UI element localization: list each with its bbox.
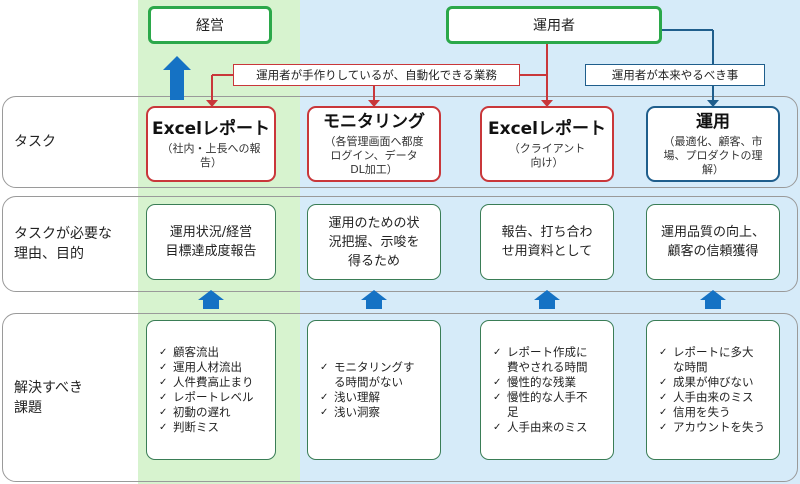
up-arrow-management [163,56,191,100]
core-work-callout: 運用者が本来やるべき事 [585,64,765,86]
reason-box: 運用のための状 況把握、示唆を 得るため [307,204,441,280]
issue-item: 人件費高止まり [159,375,254,390]
issue-item: レポート作成に 費やされる時間 [493,345,588,375]
issue-item: 信用を失う [659,405,765,420]
row-label-issue: 解決すべき 課題 [14,379,84,416]
issue-item: 人手由来のミス [493,420,588,435]
task-title: Excelレポート [151,119,270,139]
issue-item: モニタリングす る時間がない [320,360,415,390]
up-arrow-4 [700,290,726,309]
issue-item: 人手由来のミス [659,390,765,405]
task-operation: 運用 （最適化、顧客、市 場、プロダクトの理 解） [646,106,780,182]
issue-item: 成果が伸びない [659,375,765,390]
up-arrow-3 [534,290,560,309]
issue-row-frame [2,313,798,482]
automatable-callout: 運用者が手作りしているが、自動化できる業務 [233,64,520,86]
reason-row-frame [2,196,798,292]
issue-item: 運用人材流出 [159,360,254,375]
issue-item: 慢性的な人手不 足 [493,390,588,420]
issue-item: 慢性的な残業 [493,375,588,390]
task-subtitle: （クライアント 向け） [508,142,586,169]
issue-item: アカウントを失う [659,420,765,435]
operator-box: 運用者 [446,6,662,44]
issue-item: 浅い洞察 [320,405,415,420]
issue-item: 浅い理解 [320,390,415,405]
up-arrow-2 [361,290,387,309]
issue-box-client-report: レポート作成に 費やされる時間 慢性的な残業 慢性的な人手不 足 人手由来のミス [480,320,614,460]
issue-item: レポートレベル [159,390,254,405]
reason-box: 運用状況/経営 目標達成度報告 [146,204,276,280]
issue-box-management: 顧客流出 運用人材流出 人件費高止まり レポートレベル 初動の遅れ 判断ミス [146,320,276,460]
management-box: 経営 [148,6,272,44]
issue-list: レポート作成に 費やされる時間 慢性的な残業 慢性的な人手不 足 人手由来のミス [493,345,588,435]
reason-box: 報告、打ち合わ せ用資料として [480,204,614,280]
issue-item: 顧客流出 [159,345,254,360]
task-subtitle: （各管理画面へ都度 ログイン、データ DL加工） [324,135,424,176]
task-excel-report-client: Excelレポート （クライアント 向け） [480,106,614,182]
task-title: Excelレポート [487,119,606,139]
issue-list: レポートに多大 な時間 成果が伸びない 人手由来のミス 信用を失う アカウントを… [659,345,765,435]
issue-item: レポートに多大 な時間 [659,345,765,375]
issue-item: 初動の遅れ [159,405,254,420]
task-title: モニタリング [323,112,425,132]
task-row-frame [2,96,798,188]
task-subtitle: （社内・上長への報 告） [161,142,261,169]
task-monitoring: モニタリング （各管理画面へ都度 ログイン、データ DL加工） [307,106,441,182]
row-label-task: タスク [14,134,56,150]
task-subtitle: （最適化、顧客、市 場、プロダクトの理 解） [663,135,763,176]
up-arrow-1 [198,290,224,309]
issue-box-monitoring: モニタリングす る時間がない 浅い理解 浅い洞察 [307,320,441,460]
task-title: 運用 [696,112,730,132]
issue-list: 顧客流出 運用人材流出 人件費高止まり レポートレベル 初動の遅れ 判断ミス [159,345,254,435]
issue-box-operation: レポートに多大 な時間 成果が伸びない 人手由来のミス 信用を失う アカウントを… [646,320,780,460]
issue-list: モニタリングす る時間がない 浅い理解 浅い洞察 [320,360,415,420]
row-label-reason: タスクが必要な 理由、目的 [14,226,112,262]
task-excel-report-internal: Excelレポート （社内・上長への報 告） [146,106,276,182]
reason-box: 運用品質の向上、 顧客の信頼獲得 [646,204,780,280]
issue-item: 判断ミス [159,420,254,435]
